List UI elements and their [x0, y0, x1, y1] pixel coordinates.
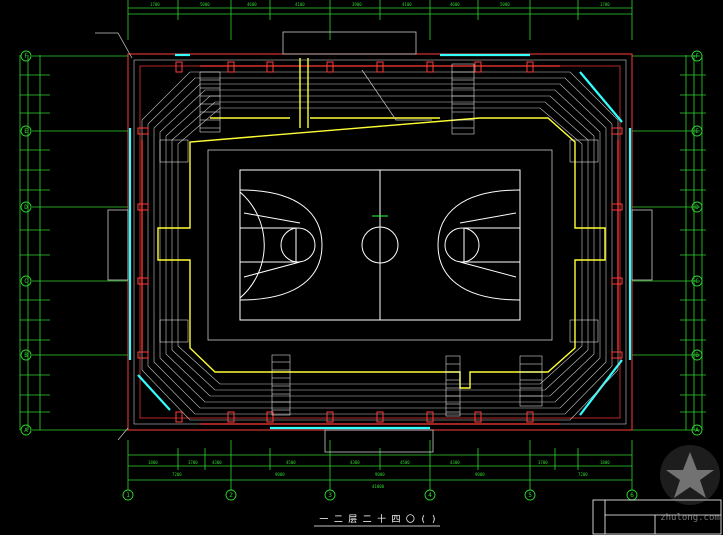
grid-lines [19, 0, 706, 490]
grid-col-label: 1 [126, 492, 130, 499]
dim-label: 9000 [375, 472, 385, 477]
dim-label: 5000 [200, 2, 210, 7]
grid-row-label: B [695, 352, 699, 359]
dim-label: 4500 [400, 460, 410, 465]
grid-col-label: 6 [630, 492, 634, 499]
grid-row-label: C [695, 278, 699, 285]
dim-label: 7200 [578, 472, 588, 477]
columns [137, 61, 623, 423]
grid-row-label: E [24, 128, 28, 135]
stairs [159, 63, 599, 417]
top-dimension-labels: 1700 5000 4600 4100 3900 4100 4600 5000 … [150, 2, 610, 7]
watermark-text: zhulong.com [660, 513, 720, 523]
dim-label: 5000 [500, 2, 510, 7]
dim-label: 1800 [148, 460, 158, 465]
grid-row-label: A [24, 427, 28, 434]
drawing-title: 一 二 层 二 十 四 〇 ( ) [314, 513, 440, 527]
dim-label: 4100 [402, 2, 412, 7]
dim-label: 3700 [538, 460, 548, 465]
seating-tiers [141, 71, 619, 421]
grid-row-label: A [695, 427, 699, 434]
drawing-title-text: 一 二 层 二 十 四 〇 ( ) [319, 513, 436, 525]
grid-col-label: 4 [428, 492, 432, 499]
grid-col-label: 2 [229, 492, 233, 499]
grid-col-label: 5 [528, 492, 532, 499]
grid-col-labels: 1 2 3 4 5 6 [126, 492, 634, 499]
grid-row-label: C [24, 278, 28, 285]
grid-row-label: E [695, 128, 699, 135]
dim-label: 4300 [350, 460, 360, 465]
glass-curtain-walls [128, 53, 632, 430]
dim-label: 3900 [352, 2, 362, 7]
grid-row-label: D [24, 204, 28, 211]
dim-label: 4100 [295, 2, 305, 7]
dim-label: 4600 [450, 2, 460, 7]
basketball-court [239, 169, 521, 321]
dim-label: 41000 [372, 484, 385, 489]
dim-label: 1700 [150, 2, 160, 7]
grid-row-label: F [695, 53, 699, 60]
grid-row-label: B [24, 352, 28, 359]
seat-rows [141, 65, 619, 425]
grid-row-label: D [695, 204, 699, 211]
grid-row-bubbles [20, 50, 703, 436]
dim-label: 9000 [275, 472, 285, 477]
dim-label: 4300 [212, 460, 222, 465]
grid-col-label: 3 [328, 492, 332, 499]
bottom-dimension-labels: 1800 3700 4300 4500 4300 4500 4300 3700 … [148, 460, 610, 489]
dim-label: 9000 [475, 472, 485, 477]
dim-label: 4600 [247, 2, 257, 7]
title-block [592, 499, 722, 535]
court-area [207, 149, 553, 341]
dim-label: 1800 [600, 460, 610, 465]
leader-lines [95, 32, 432, 441]
grid-col-bubbles [122, 489, 638, 501]
watermark-logo: zhulong.com [660, 445, 720, 523]
grid-row-label: F [24, 53, 28, 60]
grid-row-labels: F E D C B A F E D C B A [24, 53, 699, 434]
dim-label: 4300 [450, 460, 460, 465]
dim-label: 4500 [286, 460, 296, 465]
dim-label: 7200 [172, 472, 182, 477]
dim-label: 1700 [600, 2, 610, 7]
dim-label: 3700 [188, 460, 198, 465]
stand-inner-wall [157, 58, 606, 389]
